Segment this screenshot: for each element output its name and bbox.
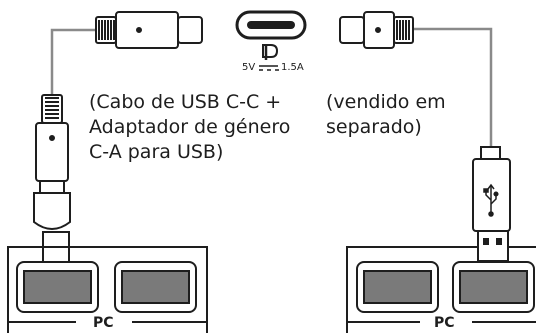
power-current: 1.5A — [281, 62, 304, 73]
right-caption: (vendido em separado) — [326, 90, 446, 140]
right-usb-c-plug — [339, 11, 414, 49]
left-pc-label: PC — [87, 315, 120, 331]
left-caption-line: Adaptador de género — [89, 116, 291, 138]
power-delivery-icon — [262, 44, 279, 60]
left-caption-line: (Cabo de USB C-C + — [89, 91, 282, 113]
dc-symbol-icon — [259, 65, 279, 71]
usb-c-port-icon — [235, 10, 307, 40]
left-cable — [50, 28, 97, 95]
left-caption: (Cabo de USB C-C + Adaptador de género C… — [89, 90, 290, 165]
right-cable — [413, 27, 493, 147]
right-caption-line: (vendido em — [326, 91, 446, 113]
right-caption-line: separado) — [326, 116, 422, 138]
left-usb-c-adaptor — [33, 94, 71, 263]
left-pc — [7, 246, 208, 333]
usb-logo-icon — [483, 183, 499, 217]
right-pc — [346, 246, 536, 333]
left-caption-line: C-A para USB) — [89, 141, 224, 163]
power-voltage: 5V — [242, 62, 256, 73]
right-pc-label: PC — [428, 315, 461, 331]
left-usb-c-plug — [95, 11, 203, 49]
